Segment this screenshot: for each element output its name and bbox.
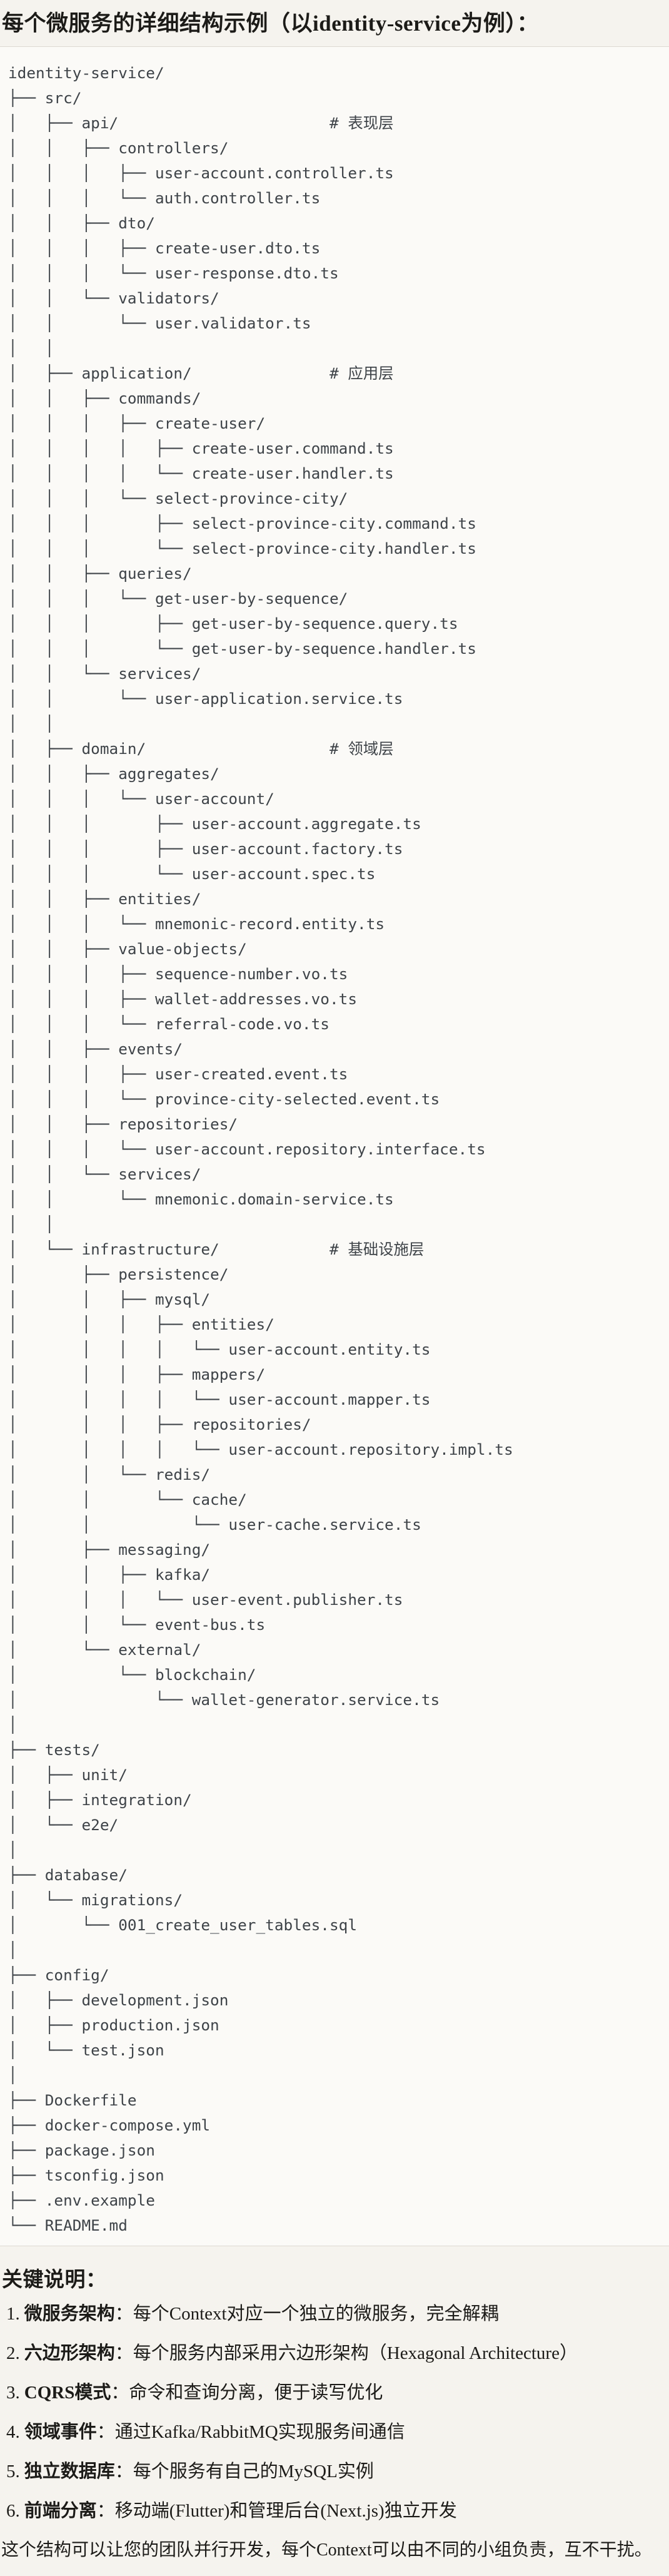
note-number: 2.	[6, 2343, 20, 2363]
page-title: 每个微服务的详细结构示例（以identity-service为例）：	[2, 11, 539, 36]
closing-paragraph: 这个结构可以让您的团队并行开发，每个Context可以由不同的小组负责，互不干扰…	[1, 2540, 652, 2560]
note-number: 4.	[6, 2422, 20, 2442]
note-item-cqrs: 3.CQRS模式：命令和查询分离，便于读写优化	[0, 2381, 669, 2404]
note-item-domain-events: 4.领域事件：通过Kafka/RabbitMQ实现服务间通信	[0, 2421, 669, 2443]
note-description: ：每个服务有自己的MySQL实例	[114, 2461, 374, 2482]
note-description: ：通过Kafka/RabbitMQ实现服务间通信	[96, 2422, 405, 2442]
note-item-hexagonal: 2.六边形架构：每个服务内部采用六边形架构（Hexagonal Architec…	[0, 2342, 669, 2365]
note-term: 领域事件	[24, 2422, 97, 2442]
note-description: ：移动端(Flutter)和管理后台(Next.js)独立开发	[96, 2501, 457, 2521]
key-notes-heading: 关键说明：	[2, 2269, 107, 2291]
note-term: 六边形架构	[24, 2343, 115, 2363]
note-item-microservices: 1.微服务架构：每个Context对应一个独立的微服务，完全解耦	[0, 2303, 669, 2325]
note-number: 3.	[6, 2383, 20, 2403]
key-notes-list: 1.微服务架构：每个Context对应一个独立的微服务，完全解耦 2.六边形架构…	[0, 2303, 669, 2522]
note-description: ：命令和查询分离，便于读写优化	[111, 2383, 383, 2403]
note-term: 独立数据库	[24, 2461, 115, 2482]
note-description: ：每个服务内部采用六边形架构（Hexagonal Architecture）	[114, 2343, 578, 2363]
note-number: 6.	[6, 2501, 20, 2521]
note-item-frontend-split: 6.前端分离：移动端(Flutter)和管理后台(Next.js)独立开发	[0, 2500, 669, 2522]
note-description: ：每个Context对应一个独立的微服务，完全解耦	[114, 2304, 499, 2324]
note-term: 前端分离	[24, 2501, 97, 2521]
note-number: 5.	[6, 2461, 20, 2482]
note-item-independent-db: 5.独立数据库：每个服务有自己的MySQL实例	[0, 2460, 669, 2483]
note-number: 1.	[6, 2304, 20, 2324]
note-term: 微服务架构	[24, 2304, 115, 2324]
directory-tree-code-block: identity-service/ ├── src/ │ ├── api/ # …	[0, 46, 669, 2246]
note-term: CQRS模式	[24, 2383, 111, 2403]
